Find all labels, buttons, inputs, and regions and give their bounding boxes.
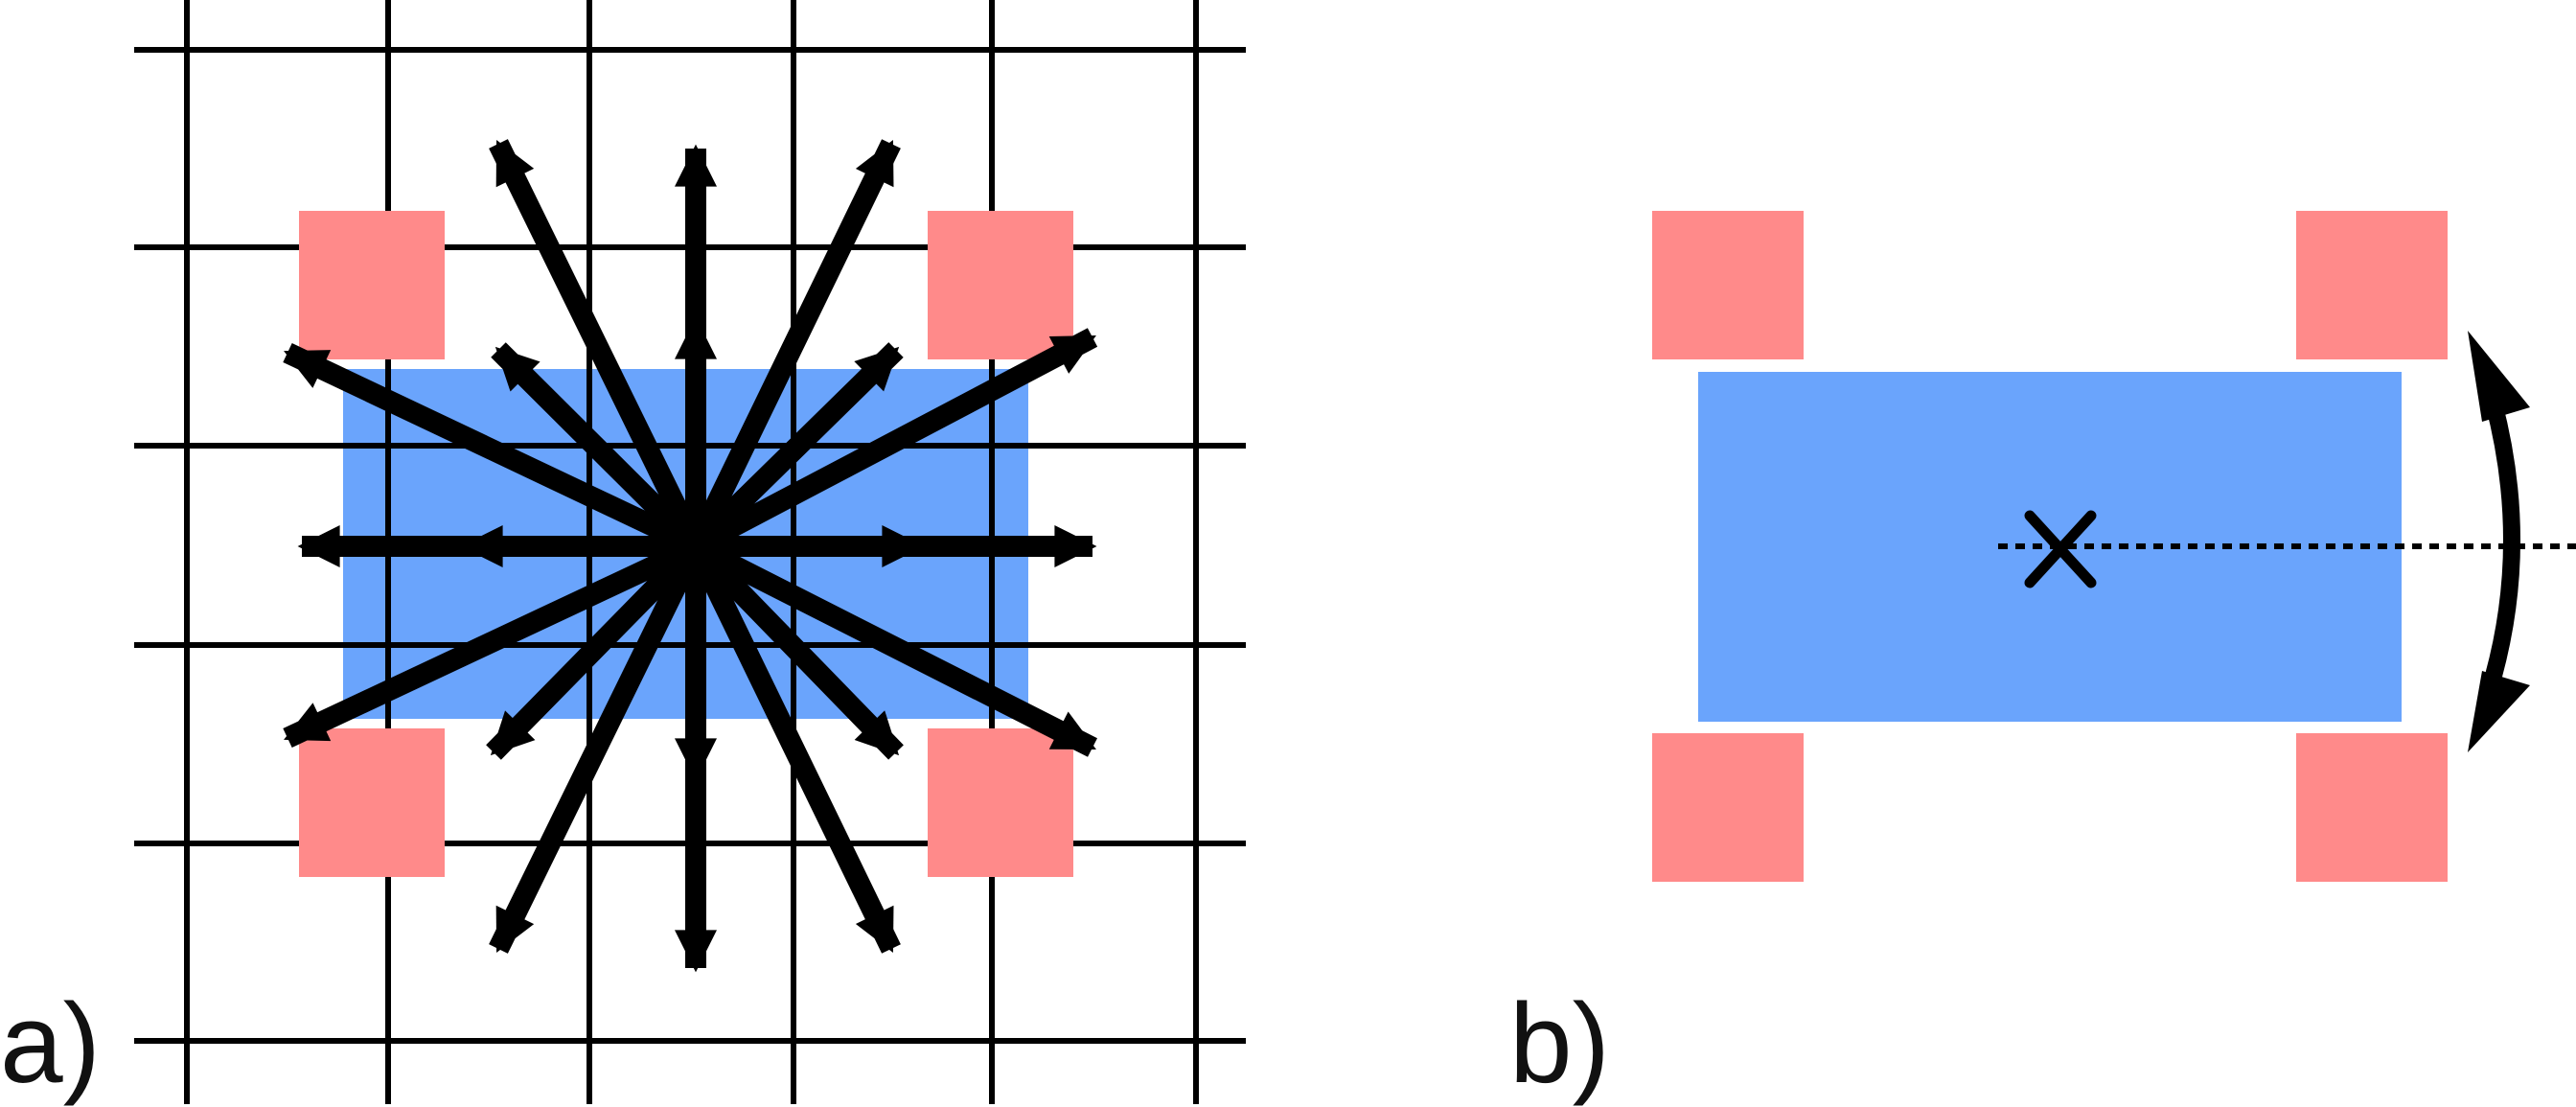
wheel-front-left xyxy=(1652,211,1804,359)
arrow-diagonal-up-right-icon xyxy=(688,342,904,554)
wheel-front-right xyxy=(928,211,1073,359)
panel-label-b: b) xyxy=(1509,980,1610,1107)
arrow-origin-hub xyxy=(656,506,736,587)
arrow-up-left-shallow-icon xyxy=(283,343,701,556)
panel-b-rotation xyxy=(1652,211,2576,882)
wheel-rear-right xyxy=(2296,733,2448,882)
wheel-front-left xyxy=(299,211,445,359)
arrow-up-left-steep-icon xyxy=(489,139,705,551)
panel-label-a: a) xyxy=(0,980,101,1107)
wheel-rear-left xyxy=(299,728,445,877)
arrow-down-left-steep-icon xyxy=(489,542,705,954)
cross-icon xyxy=(2024,510,2097,588)
arrow-down-right-steep-icon xyxy=(686,542,901,954)
arrow-down-right-shallow-icon xyxy=(691,537,1097,757)
curved-double-arrow-icon xyxy=(2468,331,2530,752)
arrow-down-left-shallow-icon xyxy=(283,537,701,748)
arrow-diagonal-down-right-icon xyxy=(688,539,904,760)
arrow-diagonal-down-left-icon xyxy=(486,539,703,760)
wheel-rear-left xyxy=(1652,733,1804,882)
panel-a-omnidirectional-motion xyxy=(134,0,1246,1104)
arrow-diagonal-up-left-icon xyxy=(491,342,703,554)
arrow-up-right-shallow-icon xyxy=(690,328,1098,556)
arrow-up-right-steep-icon xyxy=(686,139,901,551)
wheel-rear-right xyxy=(928,728,1073,877)
wheel-front-right xyxy=(2296,211,2448,359)
motion-direction-arrows xyxy=(283,139,1098,973)
